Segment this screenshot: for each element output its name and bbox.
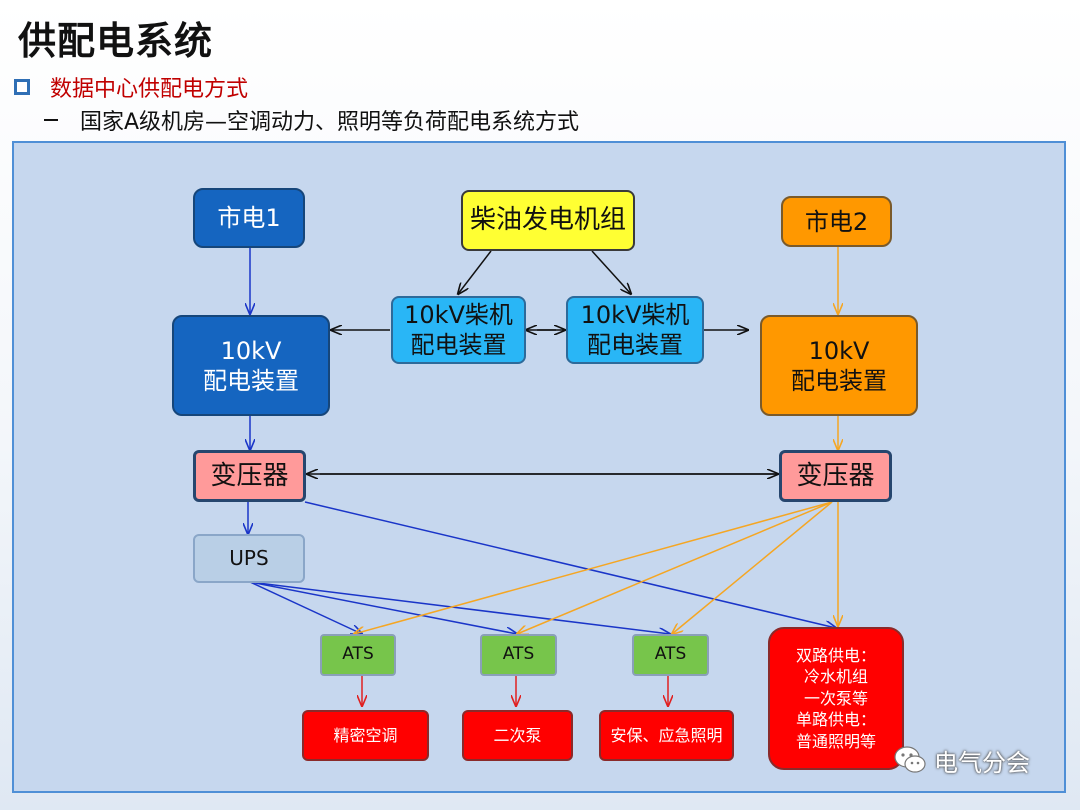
- bullet-level1-text: 数据中心供配电方式: [50, 77, 249, 102]
- diesel-switchgear-right-line2: 配电装置: [587, 331, 683, 359]
- load-2-box: 二次泵: [462, 710, 573, 761]
- load-4-line3: 一次泵等: [803, 688, 868, 708]
- load-4-line2: 冷水机组: [803, 667, 868, 687]
- load-4-line1: 双路供电：: [795, 645, 876, 665]
- slide-title: 供配电系统: [18, 19, 214, 63]
- ats-2-box: ATS: [480, 634, 557, 676]
- dash-bullet-icon: [44, 119, 58, 121]
- load-3-box: 安保、应急照明: [599, 710, 734, 761]
- transformer-left-box: 变压器: [193, 450, 306, 502]
- bullet-level2-text: 国家A级机房—空调动力、照明等负荷配电系统方式: [80, 110, 580, 135]
- bullet-level2: 国家A级机房—空调动力、照明等负荷配电系统方式: [44, 104, 579, 136]
- load-4-line4: 单路供电：: [795, 710, 876, 730]
- city-power-2-box: 市电2: [781, 196, 892, 247]
- load-1-box: 精密空调: [302, 710, 429, 761]
- switchgear-right-line1: 10kV: [808, 336, 870, 365]
- diesel-switchgear-left-box: 10kV柴机 配电装置: [391, 296, 526, 364]
- load-4-box: 双路供电： 冷水机组 一次泵等 单路供电： 普通照明等: [768, 627, 904, 770]
- ups-box: UPS: [193, 534, 305, 583]
- bullet-level1: 数据中心供配电方式: [14, 73, 249, 102]
- watermark: 电气分会: [892, 742, 1030, 778]
- ats-3-box: ATS: [632, 634, 709, 676]
- wechat-icon: [894, 746, 926, 773]
- switchgear-right-box: 10kV 配电装置: [760, 315, 918, 416]
- switchgear-left-box: 10kV 配电装置: [172, 315, 330, 416]
- diesel-switchgear-left-line2: 配电装置: [410, 331, 507, 359]
- transformer-right-box: 变压器: [779, 450, 892, 502]
- ats-1-box: ATS: [320, 634, 396, 676]
- city-power-1-box: 市电1: [193, 188, 305, 248]
- load-4-line5: 普通照明等: [795, 731, 876, 751]
- diesel-switchgear-left-line1: 10kV柴机: [404, 301, 513, 329]
- diesel-switchgear-right-box: 10kV柴机 配电装置: [566, 296, 704, 364]
- square-bullet-icon: [14, 79, 30, 95]
- switchgear-right-line2: 配电装置: [791, 366, 887, 395]
- diesel-generator-box: 柴油发电机组: [461, 190, 635, 251]
- diesel-switchgear-right-line1: 10kV柴机: [580, 301, 690, 329]
- switchgear-left-line1: 10kV: [220, 336, 282, 365]
- switchgear-left-line2: 配电装置: [203, 366, 299, 395]
- watermark-text: 电气分会: [934, 748, 1030, 777]
